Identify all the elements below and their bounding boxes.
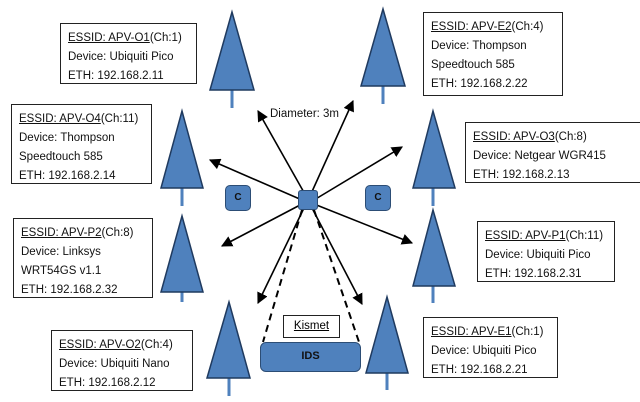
arrow-to-o4 (208, 158, 303, 201)
ap-eth: ETH: 192.168.2.13 (473, 169, 570, 181)
ap-channel: (Ch:4) (511, 21, 544, 33)
ap-info-p1: ESSID: APV-P1(Ch:11) Device: Ubiquiti Pi… (477, 221, 615, 282)
ap-essid: ESSID: APV-O2 (59, 339, 141, 351)
arrow-to-e1 (311, 207, 363, 305)
ap-eth: ETH: 192.168.2.14 (19, 170, 116, 182)
arrow-to-p1 (313, 203, 414, 245)
ap-info-o4: ESSID: APV-O4(Ch:11) Device: Thompson Sp… (11, 104, 152, 184)
ap-device-model: Speedtouch 585 (431, 59, 515, 71)
ap-essid: ESSID: APV-P2 (21, 227, 102, 239)
ap-essid: ESSID: APV-E1 (431, 326, 512, 338)
ap-essid: ESSID: APV-P1 (485, 230, 566, 242)
ap-info-o1: ESSID: APV-O1(Ch:1) Device: Ubiquiti Pic… (60, 23, 197, 84)
ap-eth: ETH: 192.168.2.22 (431, 78, 528, 90)
kismet-label: Kismet (283, 315, 340, 338)
ids-node: IDS (260, 342, 361, 372)
ap-info-p2: ESSID: APV-P2(Ch:8) Device: Linksys WRT5… (13, 218, 153, 298)
ap-device: Device: Ubiquiti Pico (485, 249, 591, 261)
client-node-left: C (225, 185, 251, 211)
ap-channel: (Ch:1) (511, 326, 544, 338)
ap-device: Device: Thompson (19, 132, 115, 144)
ap-eth: ETH: 192.168.2.31 (485, 268, 582, 280)
ap-channel: (Ch:1) (149, 32, 182, 44)
ap-channel: (Ch:11) (565, 230, 604, 242)
ap-info-e2: ESSID: APV-E2(Ch:4) Device: Thompson Spe… (423, 12, 563, 96)
ap-channel: (Ch:8) (554, 131, 587, 143)
tree-icon-e1 (365, 294, 409, 390)
ap-channel: (Ch:8) (101, 227, 134, 239)
ap-device: Device: Linksys (21, 246, 101, 258)
ap-eth: ETH: 192.168.2.32 (21, 284, 118, 296)
ap-device: Device: Ubiquiti Pico (68, 51, 174, 63)
ap-eth: ETH: 192.168.2.21 (431, 364, 528, 376)
ap-channel: (Ch:11) (100, 113, 139, 125)
arrow-to-o2 (257, 207, 305, 305)
ap-essid: ESSID: APV-O4 (19, 113, 101, 125)
ap-device-model: WRT54GS v1.1 (21, 265, 102, 277)
ap-info-o2: ESSID: APV-O2(Ch:4) Device: Ubiquiti Nan… (51, 330, 193, 391)
tree-icon-p2 (160, 213, 204, 302)
tree-icon-o1 (209, 9, 255, 108)
ap-device: Device: Ubiquiti Pico (431, 345, 537, 357)
client-node-right: C (365, 185, 391, 211)
ap-channel: (Ch:4) (140, 339, 173, 351)
arrow-to-p2 (221, 203, 303, 247)
tree-icon-p1 (412, 207, 456, 303)
tree-icon-o4 (160, 108, 204, 206)
ap-device: Device: Thompson (431, 40, 527, 52)
tree-icon-o2 (206, 299, 251, 396)
dashed-link-ids-left (262, 209, 303, 343)
ap-info-o3: ESSID: APV-O3(Ch:8) Device: Netgear WGR4… (465, 122, 640, 183)
ap-device: Device: Ubiquiti Nano (59, 358, 170, 370)
tree-icon-o3 (412, 108, 456, 206)
arrow-to-o3 (313, 146, 403, 201)
center-node (298, 190, 318, 210)
ap-device-model: Speedtouch 585 (19, 151, 103, 163)
tree-icon-e2 (360, 6, 406, 104)
ap-eth: ETH: 192.168.2.12 (59, 377, 156, 389)
ap-essid: ESSID: APV-E2 (431, 21, 512, 33)
arrow-to-e2 (309, 99, 354, 197)
ap-essid: ESSID: APV-O1 (68, 32, 150, 44)
ap-info-e1: ESSID: APV-E1(Ch:1) Device: Ubiquiti Pic… (423, 317, 558, 378)
ap-device: Device: Netgear WGR415 (473, 150, 606, 162)
diameter-label: Diameter: 3m (270, 108, 340, 120)
arrow-to-o1 (257, 110, 307, 197)
ap-essid: ESSID: APV-O3 (473, 131, 555, 143)
ap-eth: ETH: 192.168.2.11 (68, 70, 164, 82)
